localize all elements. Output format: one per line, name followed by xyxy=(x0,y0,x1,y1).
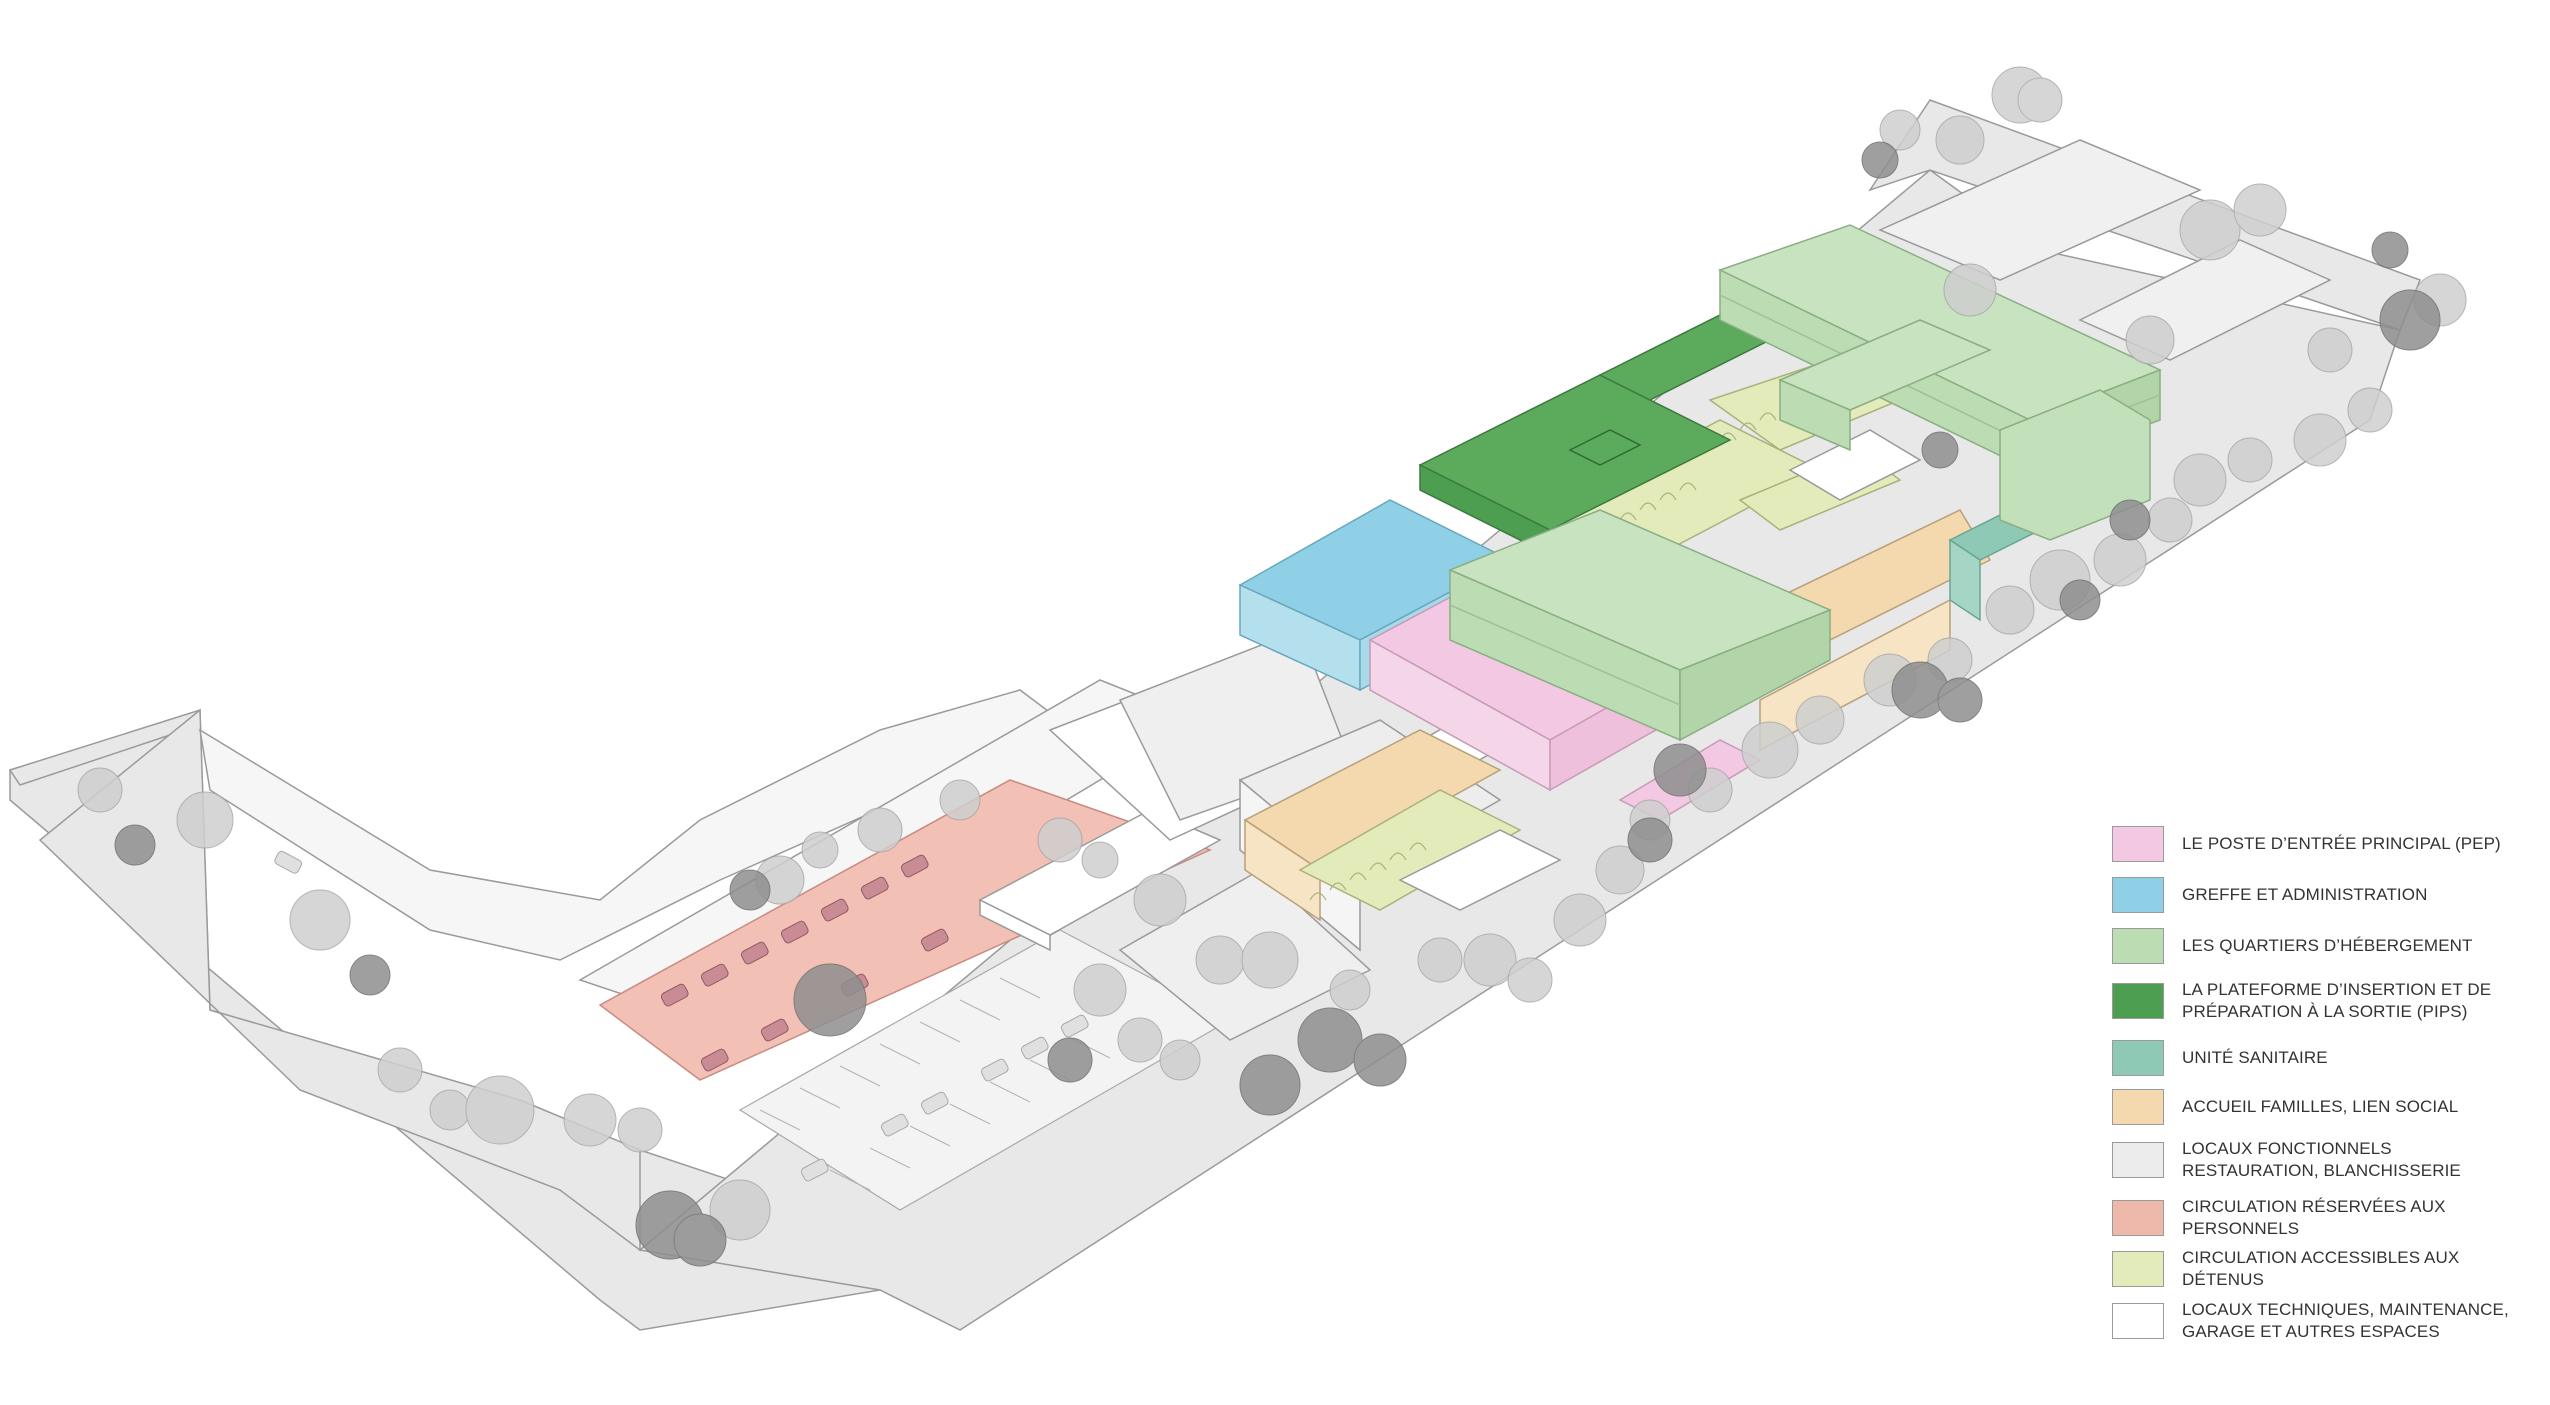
legend-item: LA PLATEFORME D’INSERTION ET DE PRÉPARAT… xyxy=(2112,979,2491,1023)
legend-label: LOCAUX TECHNIQUES, MAINTENANCE, GARAGE E… xyxy=(2182,1300,2509,1341)
legend-label: ACCUEIL FAMILLES, LIEN SOCIAL xyxy=(2182,1097,2459,1116)
legend-label: UNITÉ SANITAIRE xyxy=(2182,1048,2328,1067)
legend-swatch xyxy=(2112,1089,2164,1125)
parking-stripes xyxy=(759,977,1111,1191)
legend-label: CIRCULATION ACCESSIBLES AUX DÉTENUS xyxy=(2182,1248,2460,1289)
legend-item: CIRCULATION ACCESSIBLES AUX DÉTENUS xyxy=(2112,1247,2542,1291)
trees-light xyxy=(77,66,2467,1241)
housing-block-link xyxy=(1778,319,1992,452)
legend-swatch xyxy=(2112,1303,2164,1339)
legend-label: LE POSTE D’ENTRÉE PRINCIPAL (PEP) xyxy=(2182,834,2501,853)
legend-swatch xyxy=(2112,1251,2164,1287)
legend-swatch xyxy=(2112,928,2164,964)
visitor-cars xyxy=(274,850,1089,1182)
legend-item: LE POSTE D’ENTRÉE PRINCIPAL (PEP) xyxy=(2112,826,2501,862)
legend-swatch xyxy=(2112,826,2164,862)
legend-label: LA PLATEFORME D’INSERTION ET DE PRÉPARAT… xyxy=(2182,980,2492,1021)
legend-swatch xyxy=(2112,1200,2164,1236)
legend-label: CIRCULATION RÉSERVÉES AUX PERSONNELS xyxy=(2182,1197,2446,1238)
trees-dark xyxy=(114,141,2441,1267)
pips-block xyxy=(1418,314,1772,557)
legend-swatch xyxy=(2112,983,2164,1019)
legend-swatch xyxy=(2112,1040,2164,1076)
legend-item: UNITÉ SANITAIRE xyxy=(2112,1040,2328,1076)
legend-item: CIRCULATION RÉSERVÉES AUX PERSONNELS xyxy=(2112,1196,2542,1240)
legend-label: GREFFE ET ADMINISTRATION xyxy=(2182,885,2428,904)
legend-label: LOCAUX FONCTIONNELS RESTAURATION, BLANCH… xyxy=(2182,1139,2461,1180)
legend-swatch xyxy=(2112,1142,2164,1178)
legend-item: LES QUARTIERS D’HÉBERGEMENT xyxy=(2112,928,2473,964)
legend-item: LOCAUX TECHNIQUES, MAINTENANCE, GARAGE E… xyxy=(2112,1299,2509,1343)
legend-item: GREFFE ET ADMINISTRATION xyxy=(2112,877,2427,913)
legend-swatch xyxy=(2112,877,2164,913)
legend-item: LOCAUX FONCTIONNELS RESTAURATION, BLANCH… xyxy=(2112,1138,2461,1182)
legend-label: LES QUARTIERS D’HÉBERGEMENT xyxy=(2182,936,2473,955)
inner-courtyard xyxy=(1398,429,1922,911)
legend-item: ACCUEIL FAMILLES, LIEN SOCIAL xyxy=(2112,1089,2458,1125)
housing-block-front xyxy=(1448,509,1832,742)
